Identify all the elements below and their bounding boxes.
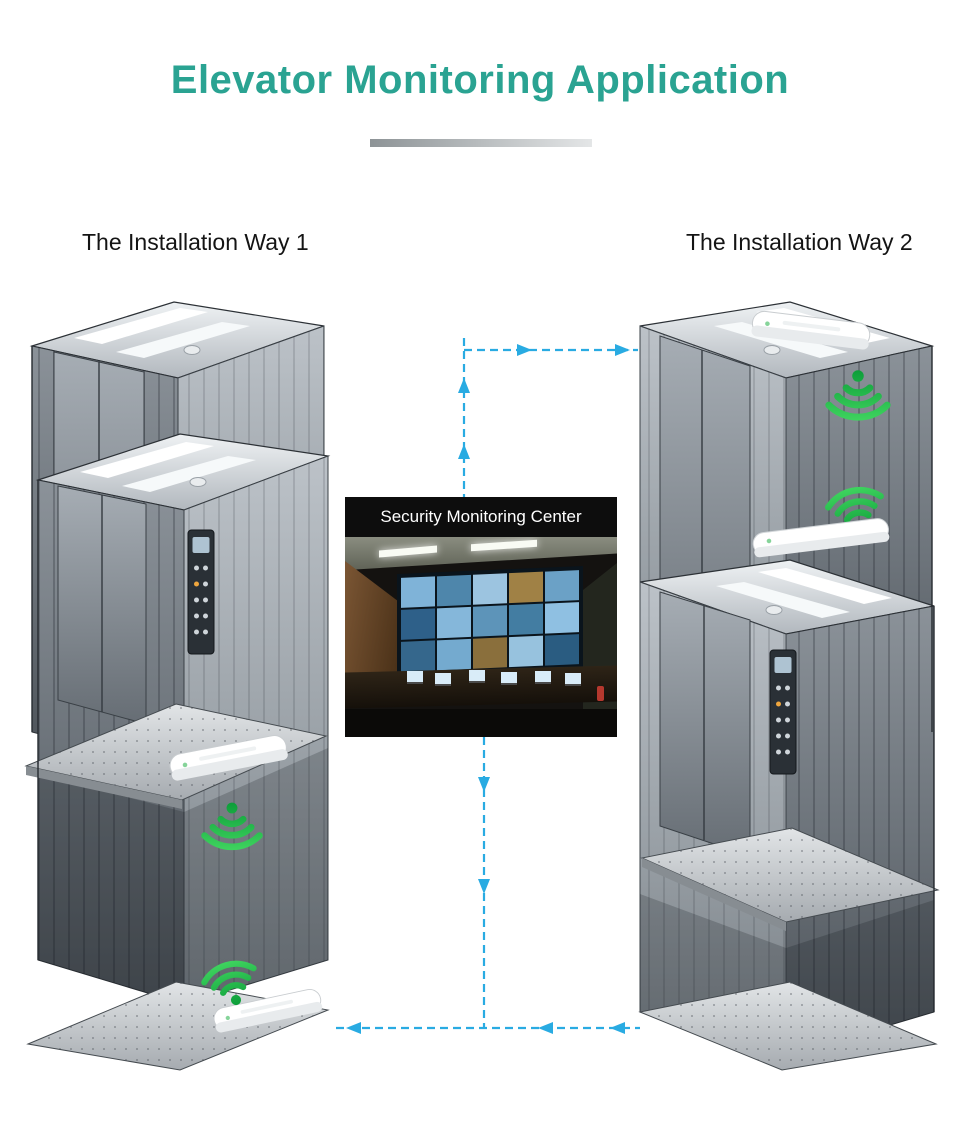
- arrow-up-icon: [458, 444, 470, 459]
- arrow-right-icon: [517, 344, 532, 356]
- cctv-screen: [401, 608, 435, 640]
- cctv-screen: [401, 640, 435, 672]
- monitoring-center-panel: Security Monitoring Center: [345, 497, 617, 737]
- elevator-way2-illustration: [638, 301, 940, 1071]
- arrow-left-icon: [610, 1022, 625, 1034]
- monitoring-center-title: Security Monitoring Center: [380, 507, 582, 526]
- ceiling-light-strip: [80, 442, 214, 478]
- elevator-cab-lower: [638, 559, 940, 1071]
- cctv-screen: [545, 634, 579, 666]
- desk-monitor: [501, 672, 517, 685]
- desk-monitor: [565, 673, 581, 686]
- ceiling-fan: [763, 345, 781, 355]
- monitoring-room-image: [345, 537, 617, 737]
- elevator-control-panel: [769, 649, 797, 775]
- desk-monitor: [535, 671, 551, 684]
- elevator-control-panel: [187, 529, 215, 655]
- cctv-screen: [473, 637, 507, 669]
- ceiling-light-strip: [714, 322, 848, 358]
- desk-monitor: [435, 673, 451, 686]
- page-title: Elevator Monitoring Application: [170, 58, 790, 102]
- desk-monitor: [407, 671, 423, 684]
- cctv-screen: [473, 605, 507, 637]
- way2-label: The Installation Way 2: [686, 229, 913, 255]
- arrow-right-icon: [615, 344, 630, 356]
- access-point-device-ceiling: [752, 518, 890, 558]
- ceiling-fan: [765, 605, 783, 615]
- ceiling-light-strip: [74, 308, 208, 344]
- cctv-screen: [401, 576, 435, 608]
- cctv-screen: [545, 570, 579, 602]
- ceiling-light-strip: [716, 582, 850, 618]
- ceiling-fan: [189, 477, 207, 487]
- cctv-screen: [509, 571, 543, 604]
- title-divider: [370, 139, 592, 147]
- cctv-screen-grid: [401, 570, 579, 672]
- ceiling-light-strip: [116, 322, 250, 358]
- cctv-screen: [437, 574, 471, 607]
- desk-monitor: [469, 670, 485, 683]
- cctv-screen: [473, 573, 507, 605]
- elevator-way1-illustration: [24, 301, 331, 1071]
- cctv-screen: [545, 602, 579, 634]
- elevator-door: [659, 591, 751, 857]
- arrow-down-icon: [478, 777, 490, 792]
- cctv-screen: [509, 603, 543, 636]
- arrow-left-icon: [346, 1022, 361, 1034]
- arrow-up-icon: [458, 378, 470, 393]
- fire-extinguisher: [597, 686, 604, 701]
- room-floor: [345, 709, 617, 737]
- arrow-left-icon: [538, 1022, 553, 1034]
- ceiling-light-strip: [758, 568, 892, 604]
- elevator-cab-lower: [24, 433, 331, 1071]
- cctv-screen: [437, 638, 471, 671]
- arrow-down-icon: [478, 879, 490, 894]
- cctv-screen: [509, 635, 543, 668]
- cctv-video-wall: [397, 565, 583, 677]
- way1-label: The Installation Way 1: [82, 229, 309, 255]
- cctv-screen: [437, 606, 471, 639]
- ceiling-fan: [183, 345, 201, 355]
- ceiling-light-strip: [122, 456, 256, 492]
